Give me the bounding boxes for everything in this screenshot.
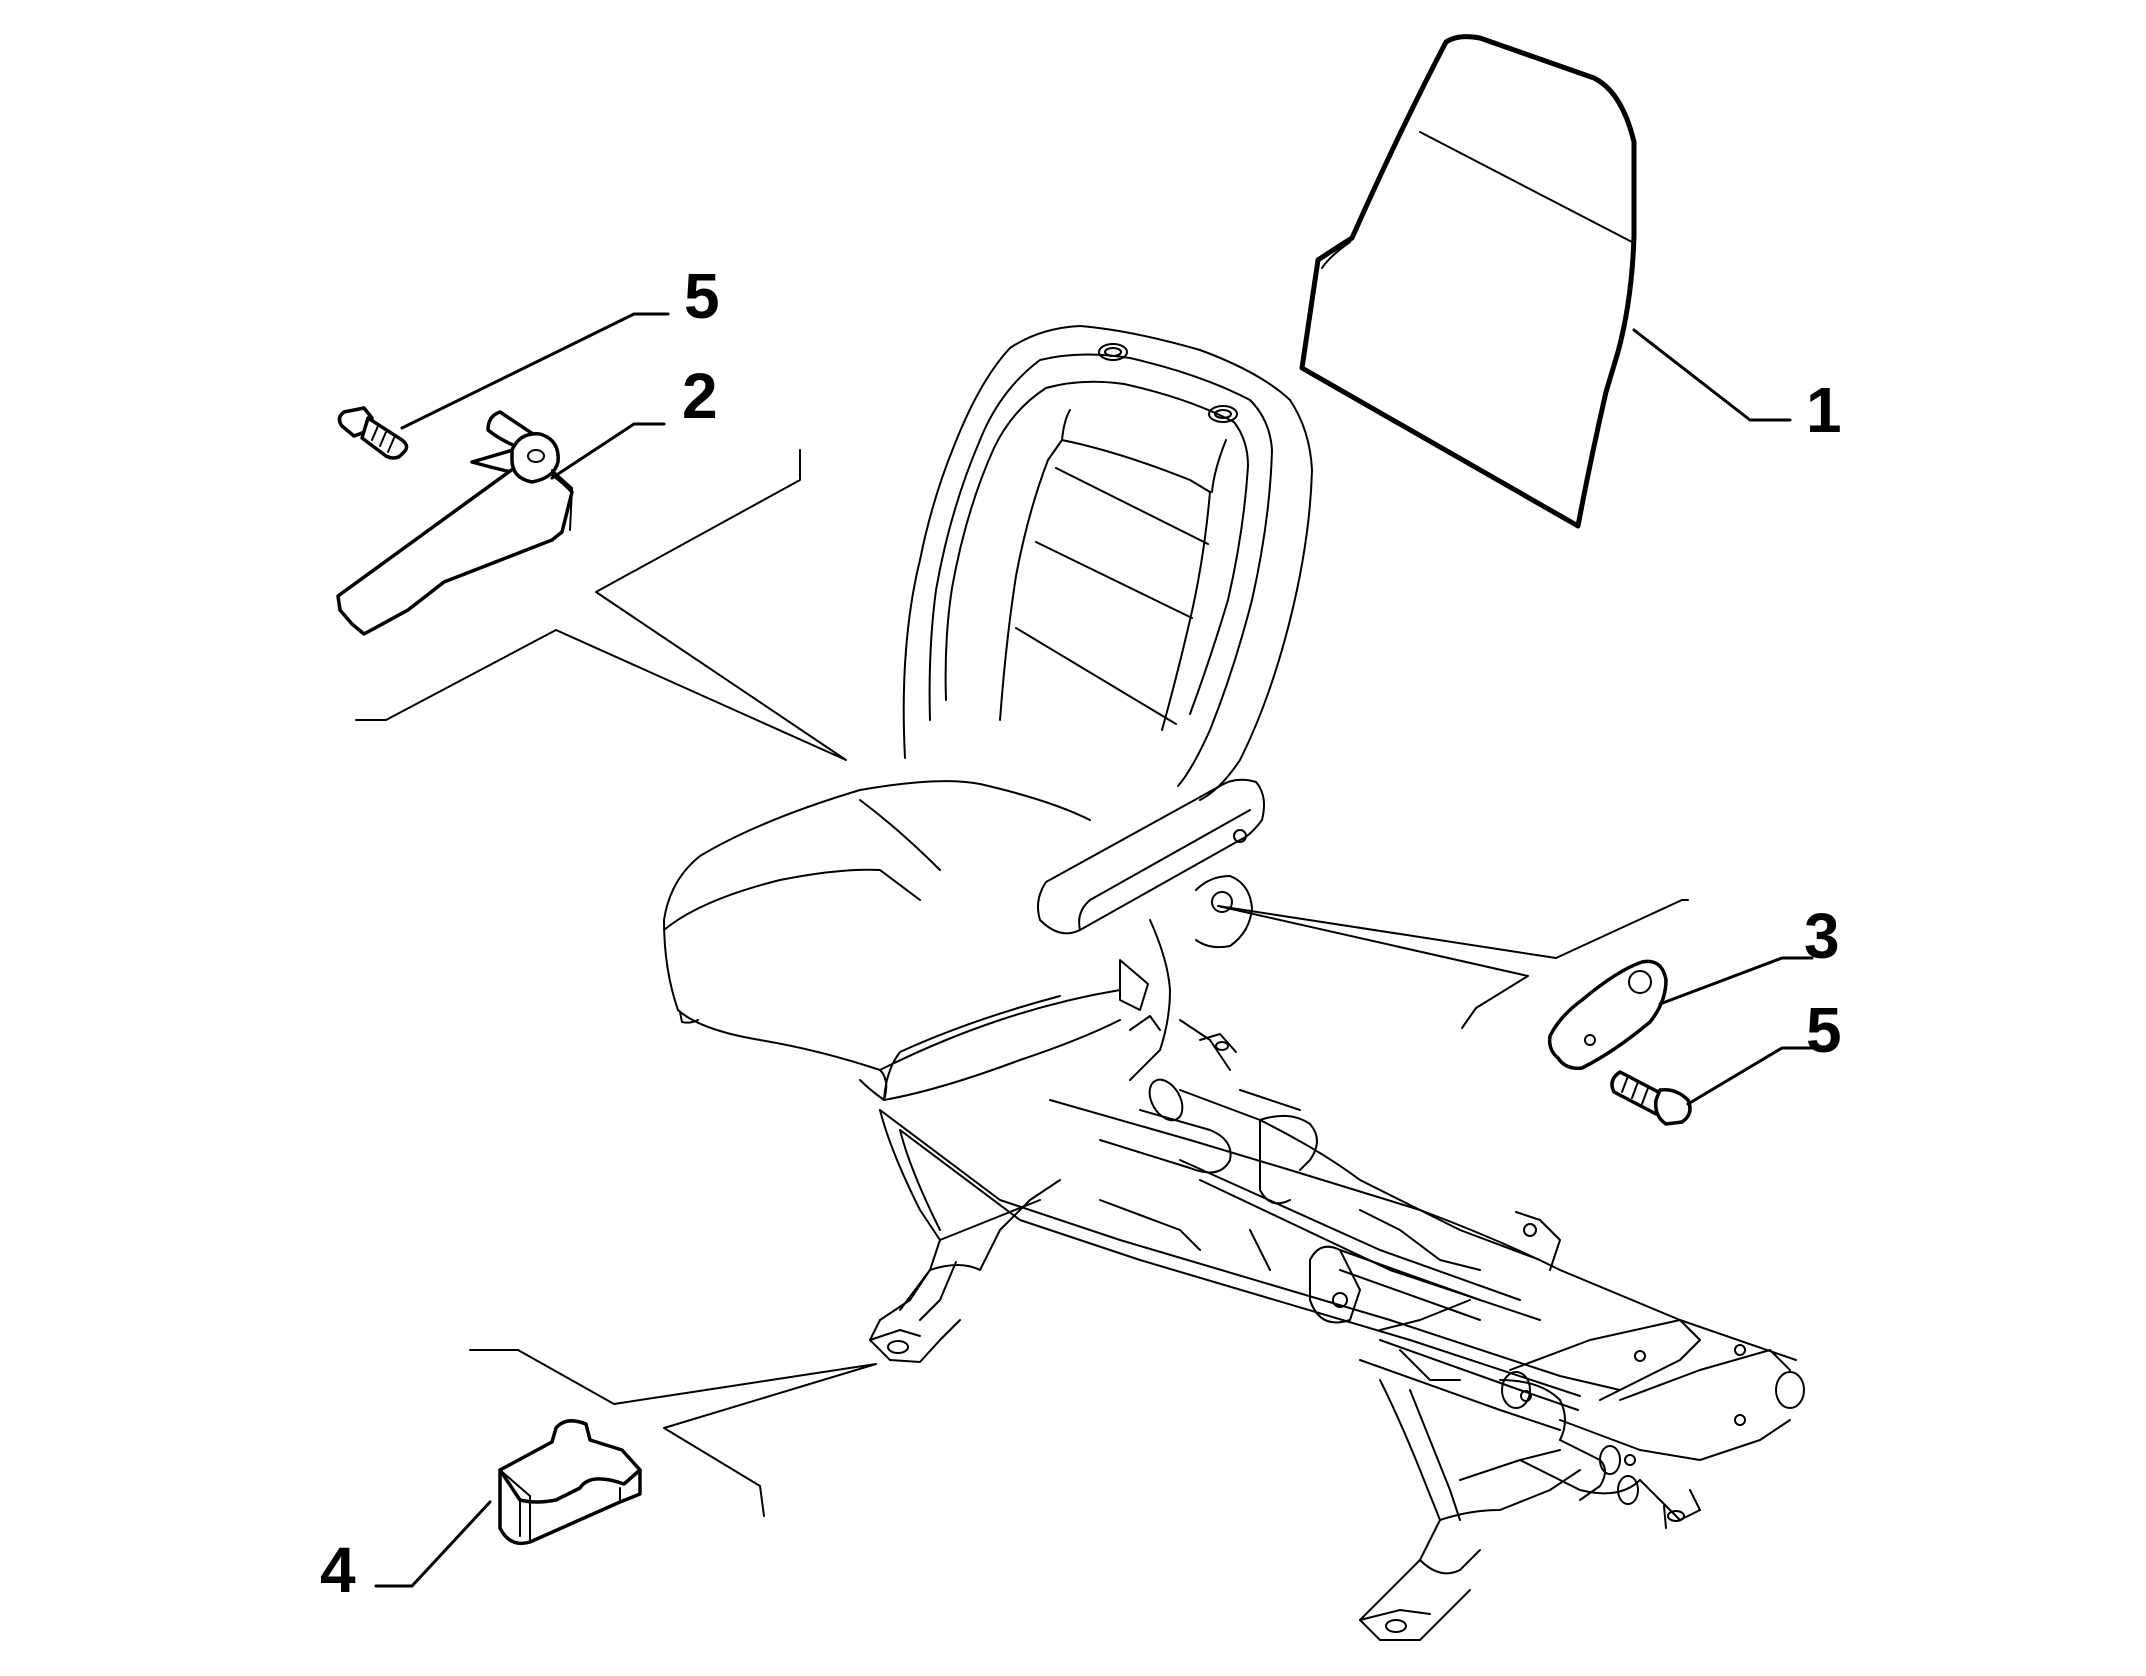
- leader-lines: [355, 312, 1818, 1588]
- callout-labels: 1 2 5 3 5 4: [320, 260, 1842, 1606]
- callout-3: 3: [1804, 900, 1840, 972]
- bolt-lower: [1610, 1070, 1692, 1126]
- seat-back-panel: [1299, 34, 1637, 529]
- callout-4: 4: [320, 1534, 356, 1606]
- callout-5-lower: 5: [1806, 994, 1842, 1066]
- floor-bracket: [498, 1419, 642, 1546]
- seat-assembly: [663, 325, 1805, 1641]
- armrest-bracket: [336, 410, 574, 636]
- callout-2: 2: [682, 360, 718, 432]
- bolt-upper: [337, 406, 409, 460]
- pivot-plate: [1547, 959, 1668, 1071]
- callout-1: 1: [1806, 374, 1842, 446]
- callout-5-upper: 5: [684, 260, 720, 332]
